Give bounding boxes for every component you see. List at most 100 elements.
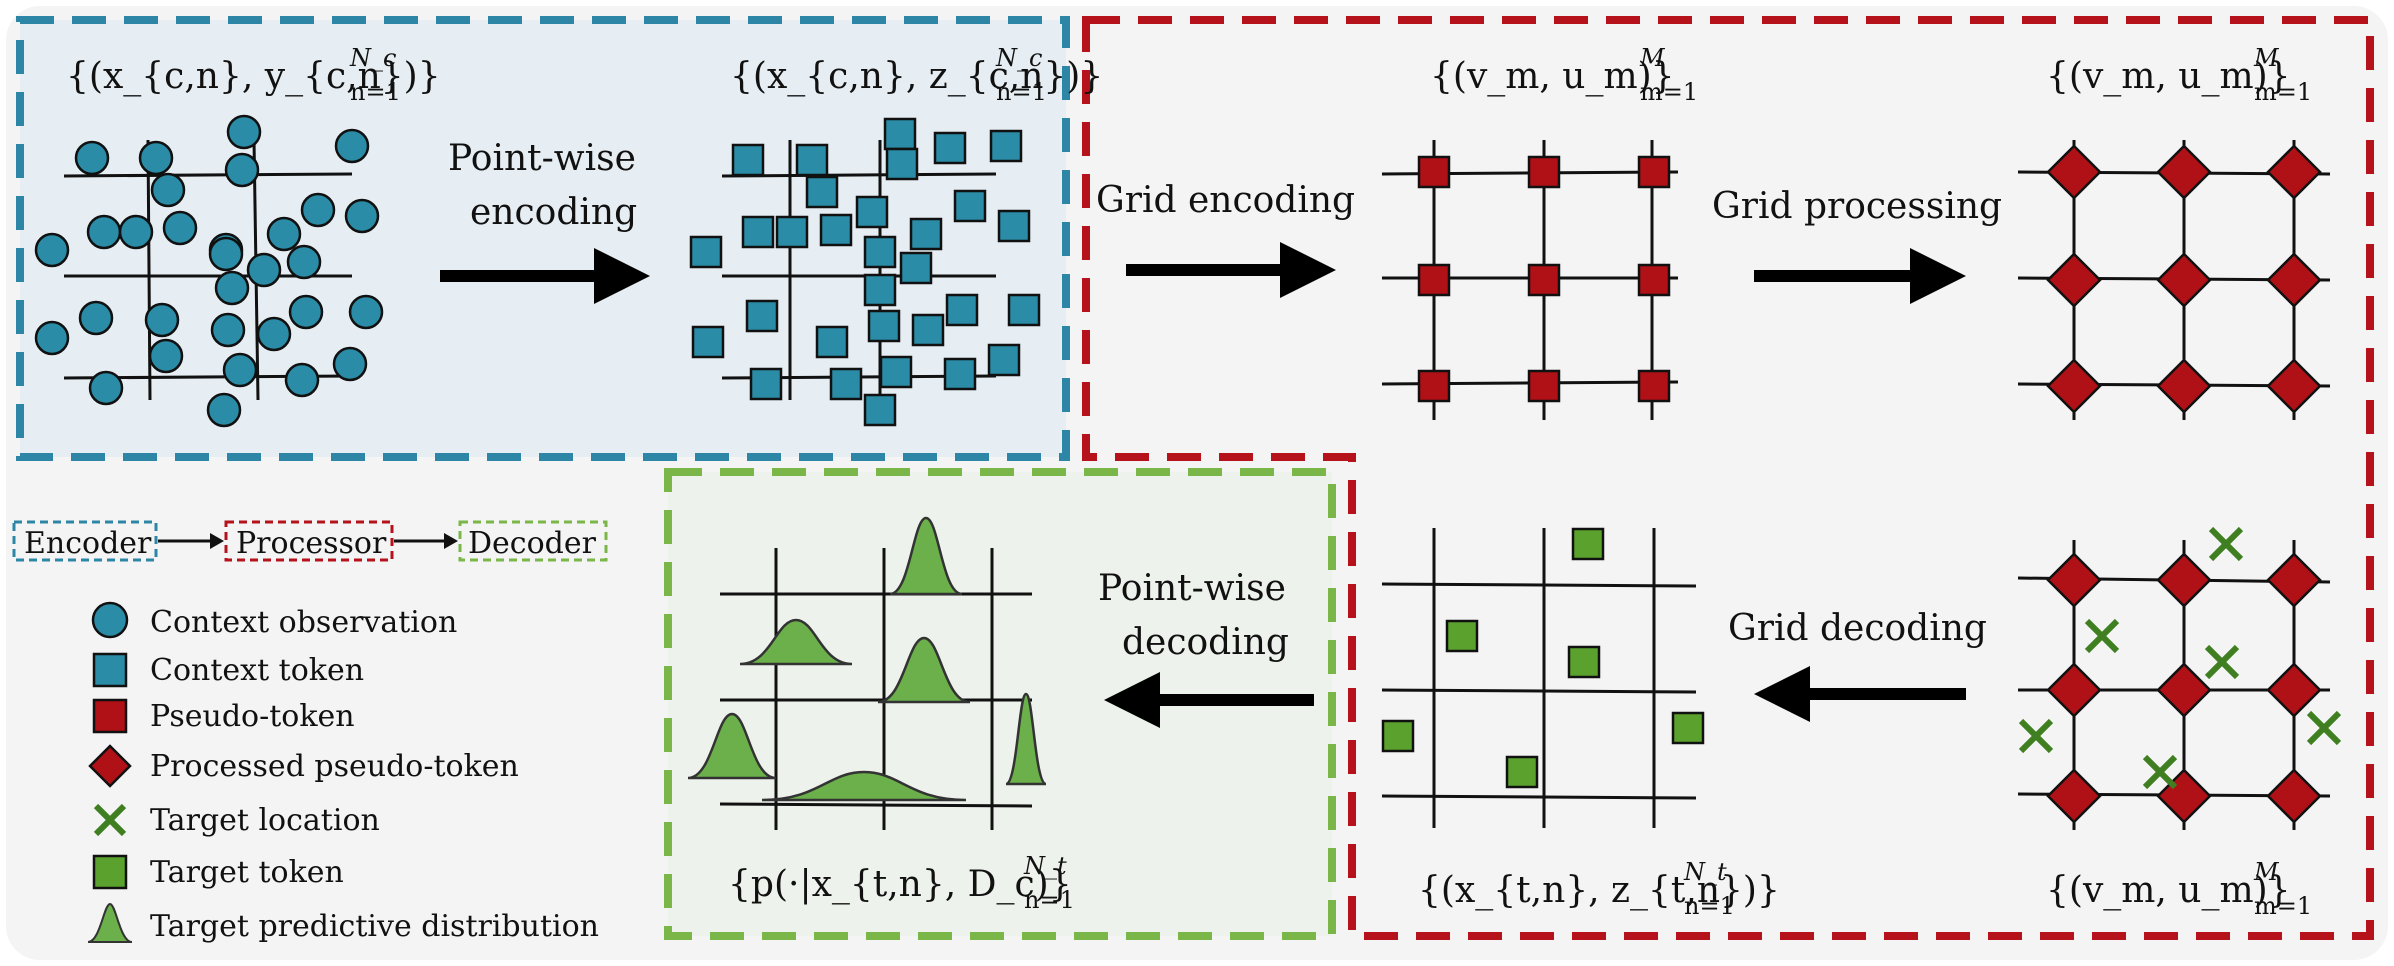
processed-pseudo-token-diamond xyxy=(2266,552,2322,608)
set-sup: M xyxy=(1639,44,1666,72)
context-observation-circle xyxy=(344,198,380,234)
predictive-distribution-curve xyxy=(739,618,853,666)
grid-line xyxy=(1381,582,1697,588)
context-observation-circle xyxy=(78,300,114,336)
context-token-square xyxy=(879,355,913,389)
context-token-square xyxy=(691,325,725,359)
pointwise-decoding-label-line2: decoding xyxy=(1122,622,1289,663)
processed-pseudo-token-diamond xyxy=(2266,662,2322,718)
processed-token-set-label: {(v_m, u_m)} M m=1 xyxy=(2046,44,2312,106)
context-observation-circle xyxy=(222,352,258,388)
set-sub: m=1 xyxy=(2254,892,2312,920)
target-location-cross xyxy=(2142,754,2178,790)
context-token-square xyxy=(885,147,919,181)
pseudo-token-set-label: {(v_m, u_m)} M m=1 xyxy=(1430,44,1698,106)
processed-pseudo-token-diamond xyxy=(2156,252,2212,308)
pointwise-encoding-label-line2: encoding xyxy=(470,192,637,233)
legend-label: Context token xyxy=(150,653,364,688)
target-token-square xyxy=(1505,755,1539,789)
processed-pseudo-token-diamond xyxy=(2266,144,2322,200)
context-token-square xyxy=(867,309,901,343)
pseudo-token-square xyxy=(1637,263,1671,297)
flow-decoder-label: Decoder xyxy=(468,526,597,561)
target-token-square xyxy=(1571,527,1605,561)
legend-bell-icon xyxy=(87,902,133,943)
grid-line xyxy=(1381,794,1697,800)
target-location-cross xyxy=(2306,710,2342,746)
arrow-head xyxy=(594,248,650,304)
flow-encoder-box xyxy=(12,520,158,562)
flow-processor-label: Processor xyxy=(236,526,387,561)
legend-label: Processed pseudo-token xyxy=(150,749,519,784)
grid-line xyxy=(719,802,1033,808)
cross-stroke xyxy=(2204,644,2240,680)
cross-stroke xyxy=(2306,710,2342,746)
set-base: {(x_{t,n}, z_{t,n})} xyxy=(1418,870,1780,911)
context-observation-circle xyxy=(348,294,384,330)
cross-stroke xyxy=(93,803,127,837)
context-token-square xyxy=(933,131,967,165)
context-observation-circle xyxy=(246,252,282,288)
flow-arrows xyxy=(440,242,1966,728)
flow-legend: Encoder Processor Decoder xyxy=(12,520,608,562)
set-sub: n=1 xyxy=(996,78,1047,106)
processed-pseudo-token-diamond xyxy=(2156,358,2212,414)
target-location-cross xyxy=(2204,644,2240,680)
context-token-square xyxy=(863,235,897,269)
set-base: {(v_m, u_m)} xyxy=(2046,870,2291,911)
arrow-head xyxy=(1104,672,1160,728)
context-token-square xyxy=(899,251,933,285)
legend-label: Target token xyxy=(150,855,344,890)
context-token-square xyxy=(909,217,943,251)
grid-processing-label: Grid processing xyxy=(1712,186,2002,227)
context-observation-circle xyxy=(138,140,174,176)
context-observation-circle xyxy=(284,362,320,398)
context-token-square xyxy=(815,325,849,359)
pseudo-token-square xyxy=(1637,155,1671,189)
legend: Context observation Context token Pseudo… xyxy=(87,601,599,944)
target-token-square xyxy=(1381,719,1415,753)
context-token-square xyxy=(731,143,765,177)
processed-pseudo-token-diamond xyxy=(2046,552,2102,608)
context-token-square xyxy=(989,129,1023,163)
predictive-distribution-curve xyxy=(889,516,963,596)
context-token-square xyxy=(775,215,809,249)
pointwise-decoding-label-line1: Point-wise xyxy=(1098,568,1286,609)
processed-pseudo-token-diamond xyxy=(2156,552,2212,608)
context-observation-circle xyxy=(334,128,370,164)
pseudo-token-square xyxy=(1527,369,1561,403)
set-sub: n=1 xyxy=(350,78,401,106)
set-sup: N_c xyxy=(995,44,1042,72)
processed-pseudo-token-diamond xyxy=(2156,144,2212,200)
set-sup: M xyxy=(2253,44,2280,72)
legend-circle-icon xyxy=(91,601,129,639)
processed-pseudo-token-diamond xyxy=(2046,358,2102,414)
context-observation-circle xyxy=(206,392,242,428)
context-observation-circle xyxy=(332,346,368,382)
processed-pseudo-token-diamond xyxy=(2266,252,2322,308)
target-token-square xyxy=(1445,619,1479,653)
context-observation-circle xyxy=(86,214,122,250)
predictive-set-label: {p(·|x_{t,n}, D_c)} N_t n=1 xyxy=(728,852,1075,914)
context-token-square xyxy=(863,393,897,427)
target-location-cross xyxy=(2084,618,2120,654)
context-token-square xyxy=(1007,293,1041,327)
target-token-square xyxy=(1671,711,1705,745)
legend-red-square-icon xyxy=(92,698,128,734)
decode-token-set-label: {(v_m, u_m)} M m=1 xyxy=(2046,858,2312,920)
context-token-square xyxy=(911,313,945,347)
predictive-distribution-curve xyxy=(687,712,777,780)
legend-label: Target predictive distribution xyxy=(150,909,599,944)
pseudo-token-square xyxy=(1527,263,1561,297)
context-observation-circle xyxy=(300,192,336,228)
context-observation-circle xyxy=(286,244,322,280)
pseudo-token-square xyxy=(1417,369,1451,403)
arrow-head xyxy=(1280,242,1336,298)
arrow-head xyxy=(1910,248,1966,304)
context-observation-circle xyxy=(208,236,244,272)
context-observation-circle xyxy=(288,294,324,330)
context-token-square xyxy=(741,215,775,249)
set-base: {(v_m, u_m)} xyxy=(1430,56,1675,97)
pseudo-token-square xyxy=(1417,263,1451,297)
